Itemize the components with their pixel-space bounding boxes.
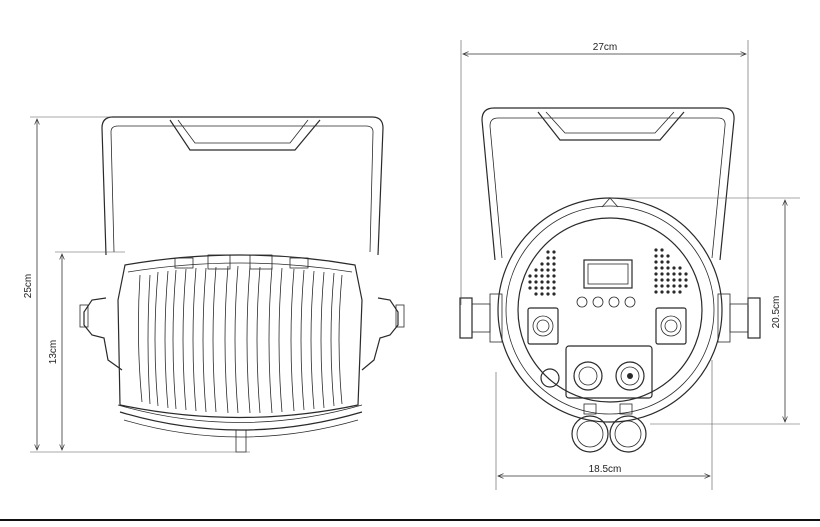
control-button-1 (576, 296, 588, 308)
front-vent-grid-right (654, 248, 688, 294)
front-knob-left (459, 293, 503, 343)
front-housing (497, 197, 723, 423)
label-height-total: 25cm (23, 274, 34, 298)
side-fins (138, 265, 343, 414)
power-connector-left (527, 307, 559, 345)
label-height-front: 20.5cm (771, 296, 782, 329)
side-yoke (101, 116, 384, 256)
dmx-connector-panel (565, 345, 653, 399)
front-vent-grid-left (528, 250, 556, 296)
cable-glands (571, 403, 647, 453)
front-display-screen (583, 259, 633, 289)
side-body (117, 254, 363, 453)
control-button-3 (608, 296, 620, 308)
label-height-body: 13cm (48, 340, 59, 364)
front-knob-right (717, 293, 761, 343)
control-button-4 (624, 296, 636, 308)
side-knob-right (361, 297, 405, 371)
front-display-window (587, 263, 629, 285)
bottom-rule (0, 519, 820, 521)
fuse-holder (540, 368, 560, 388)
label-width-front: 18.5cm (589, 464, 622, 475)
label-width-total: 27cm (593, 42, 617, 53)
side-view (30, 116, 405, 453)
front-yoke (481, 107, 735, 261)
side-knob-left (79, 297, 123, 371)
front-view (459, 40, 800, 490)
control-button-2 (592, 296, 604, 308)
power-connector-right (655, 307, 687, 345)
